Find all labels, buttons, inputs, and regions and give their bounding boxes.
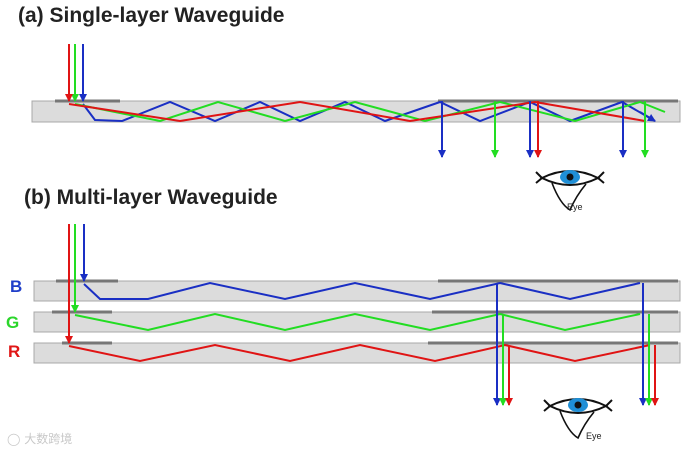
- eye-label-multi: Eye: [586, 431, 602, 441]
- wechat-logo-icon: ◯: [7, 432, 21, 446]
- eye-icon: [543, 398, 613, 440]
- green-waveguide-slab: [33, 311, 681, 333]
- eye-label-single: Eye: [567, 202, 583, 212]
- multi-blue-zigzag-ray: [83, 281, 641, 301]
- multi-layer-title: (b) Multi-layer Waveguide: [24, 186, 278, 209]
- single-layer-title: (a) Single-layer Waveguide: [18, 4, 285, 27]
- watermark-text: 大数跨境: [24, 432, 73, 446]
- single-blue-arrowhead: [639, 111, 656, 122]
- multi-green-zigzag-ray: [74, 312, 641, 332]
- multi-red-zigzag-ray: [68, 343, 651, 363]
- single-red-zigzag-ray: [68, 100, 646, 123]
- green-layer-label: G: [6, 313, 20, 332]
- watermark: ◯ 大数跨境: [7, 430, 72, 447]
- single-green-zigzag-ray: [74, 100, 666, 123]
- eye-icon: [535, 170, 605, 212]
- blue-layer-label: B: [10, 277, 23, 296]
- red-layer-label: R: [8, 342, 21, 361]
